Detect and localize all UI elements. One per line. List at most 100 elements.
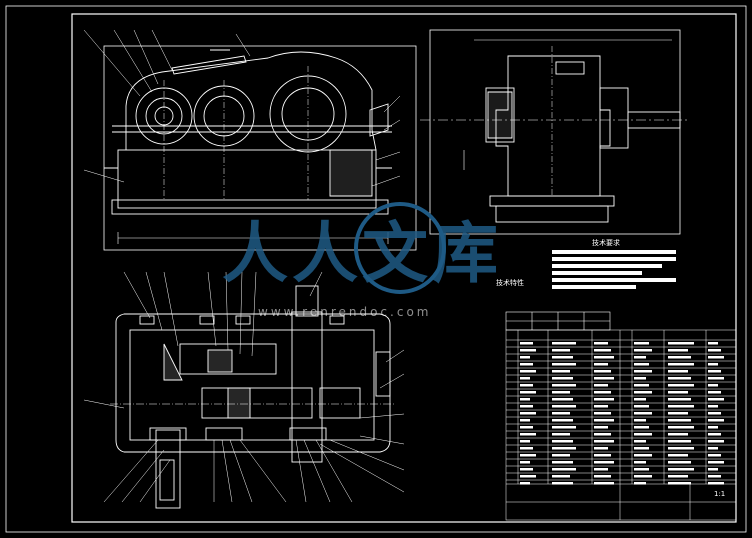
watermark: 人人文库 www.renrendoc.com: [222, 202, 502, 319]
parts-cell-mark: [520, 475, 536, 478]
parts-cell-mark: [634, 454, 652, 457]
parts-cell-mark: [668, 363, 694, 366]
parts-cell-mark: [708, 468, 718, 471]
parts-cell-mark: [520, 356, 530, 359]
parts-cell-mark: [594, 377, 614, 380]
parts-cell-mark: [594, 363, 608, 366]
parts-cell-mark: [520, 482, 530, 485]
parts-cell-mark: [708, 454, 721, 457]
parts-cell-mark: [708, 433, 721, 436]
parts-cell-mark: [594, 419, 614, 422]
parts-cell-mark: [668, 342, 694, 345]
parts-cell-mark: [634, 377, 646, 380]
parts-cell-mark: [634, 356, 646, 359]
parts-cell-mark: [520, 440, 530, 443]
parts-cell-mark: [552, 482, 573, 485]
parts-cell-mark: [552, 398, 573, 401]
parts-cell-mark: [668, 412, 688, 415]
parts-cell-mark: [668, 447, 694, 450]
parts-cell-mark: [594, 384, 608, 387]
parts-cell-mark: [594, 440, 614, 443]
parts-cell-mark: [708, 342, 718, 345]
drawing-frame: [71, 13, 737, 523]
parts-cell-mark: [520, 391, 536, 394]
parts-cell-mark: [668, 356, 691, 359]
parts-cell-mark: [552, 349, 570, 352]
parts-cell-mark: [708, 363, 718, 366]
parts-cell-mark: [552, 356, 573, 359]
parts-cell-mark: [552, 391, 570, 394]
parts-cell-mark: [520, 370, 536, 373]
parts-cell-mark: [708, 356, 724, 359]
parts-cell-mark: [520, 398, 530, 401]
parts-cell-mark: [552, 363, 576, 366]
parts-cell-mark: [634, 433, 652, 436]
watermark-ring: [354, 202, 446, 294]
parts-cell-mark: [668, 370, 688, 373]
parts-cell-mark: [634, 468, 649, 471]
parts-cell-mark: [552, 377, 573, 380]
parts-cell-mark: [708, 440, 724, 443]
parts-cell-mark: [634, 419, 646, 422]
parts-cell-mark: [634, 363, 649, 366]
parts-cell-mark: [708, 398, 724, 401]
parts-cell-mark: [552, 412, 570, 415]
parts-cell-mark: [708, 377, 724, 380]
parts-list-entries: [520, 342, 724, 485]
parts-cell-mark: [634, 342, 649, 345]
parts-cell-mark: [520, 384, 533, 387]
parts-cell-mark: [594, 426, 608, 429]
parts-cell-mark: [708, 384, 718, 387]
parts-cell-mark: [708, 426, 718, 429]
parts-cell-mark: [594, 405, 608, 408]
parts-cell-mark: [708, 475, 721, 478]
parts-cell-mark: [520, 433, 536, 436]
parts-cell-mark: [594, 454, 611, 457]
parts-cell-mark: [520, 468, 533, 471]
parts-cell-mark: [708, 461, 724, 464]
parts-cell-mark: [594, 482, 614, 485]
parts-cell-mark: [594, 468, 608, 471]
parts-cell-mark: [520, 447, 533, 450]
parts-cell-mark: [552, 468, 576, 471]
parts-cell-mark: [552, 433, 570, 436]
parts-cell-mark: [668, 440, 691, 443]
parts-cell-mark: [708, 391, 721, 394]
tech-requirements-title: 技术要求: [592, 238, 620, 247]
parts-cell-mark: [634, 426, 649, 429]
parts-cell-mark: [634, 370, 652, 373]
parts-cell-mark: [520, 405, 533, 408]
parts-cell-mark: [552, 419, 573, 422]
parts-cell-mark: [668, 454, 688, 457]
parts-cell-mark: [668, 461, 691, 464]
watermark-text: 人人文库: [222, 214, 502, 292]
top-view: [83, 271, 405, 509]
parts-cell-mark: [520, 412, 536, 415]
parts-cell-mark: [634, 475, 652, 478]
parts-cell-mark: [552, 454, 570, 457]
parts-cell-mark: [552, 342, 576, 345]
parts-cell-mark: [634, 405, 649, 408]
parts-cell-mark: [634, 349, 652, 352]
parts-cell-mark: [668, 391, 688, 394]
parts-cell-mark: [634, 440, 646, 443]
parts-list: [505, 329, 737, 521]
parts-cell-mark: [634, 398, 646, 401]
parts-cell-mark: [594, 433, 611, 436]
parts-cell-mark: [634, 391, 652, 394]
parts-cell-mark: [708, 349, 721, 352]
parts-cell-mark: [552, 426, 576, 429]
parts-cell-mark: [520, 426, 533, 429]
parts-cell-mark: [634, 447, 649, 450]
parts-cell-mark: [520, 419, 530, 422]
front-view: [83, 29, 417, 251]
parts-cell-mark: [634, 384, 649, 387]
parts-cell-mark: [668, 377, 691, 380]
parts-cell-mark: [520, 342, 533, 345]
parts-cell-mark: [668, 468, 694, 471]
parts-cell-mark: [634, 412, 652, 415]
parts-cell-mark: [594, 412, 611, 415]
tech-features-title: 技术特性: [496, 278, 524, 287]
parts-cell-mark: [520, 454, 536, 457]
